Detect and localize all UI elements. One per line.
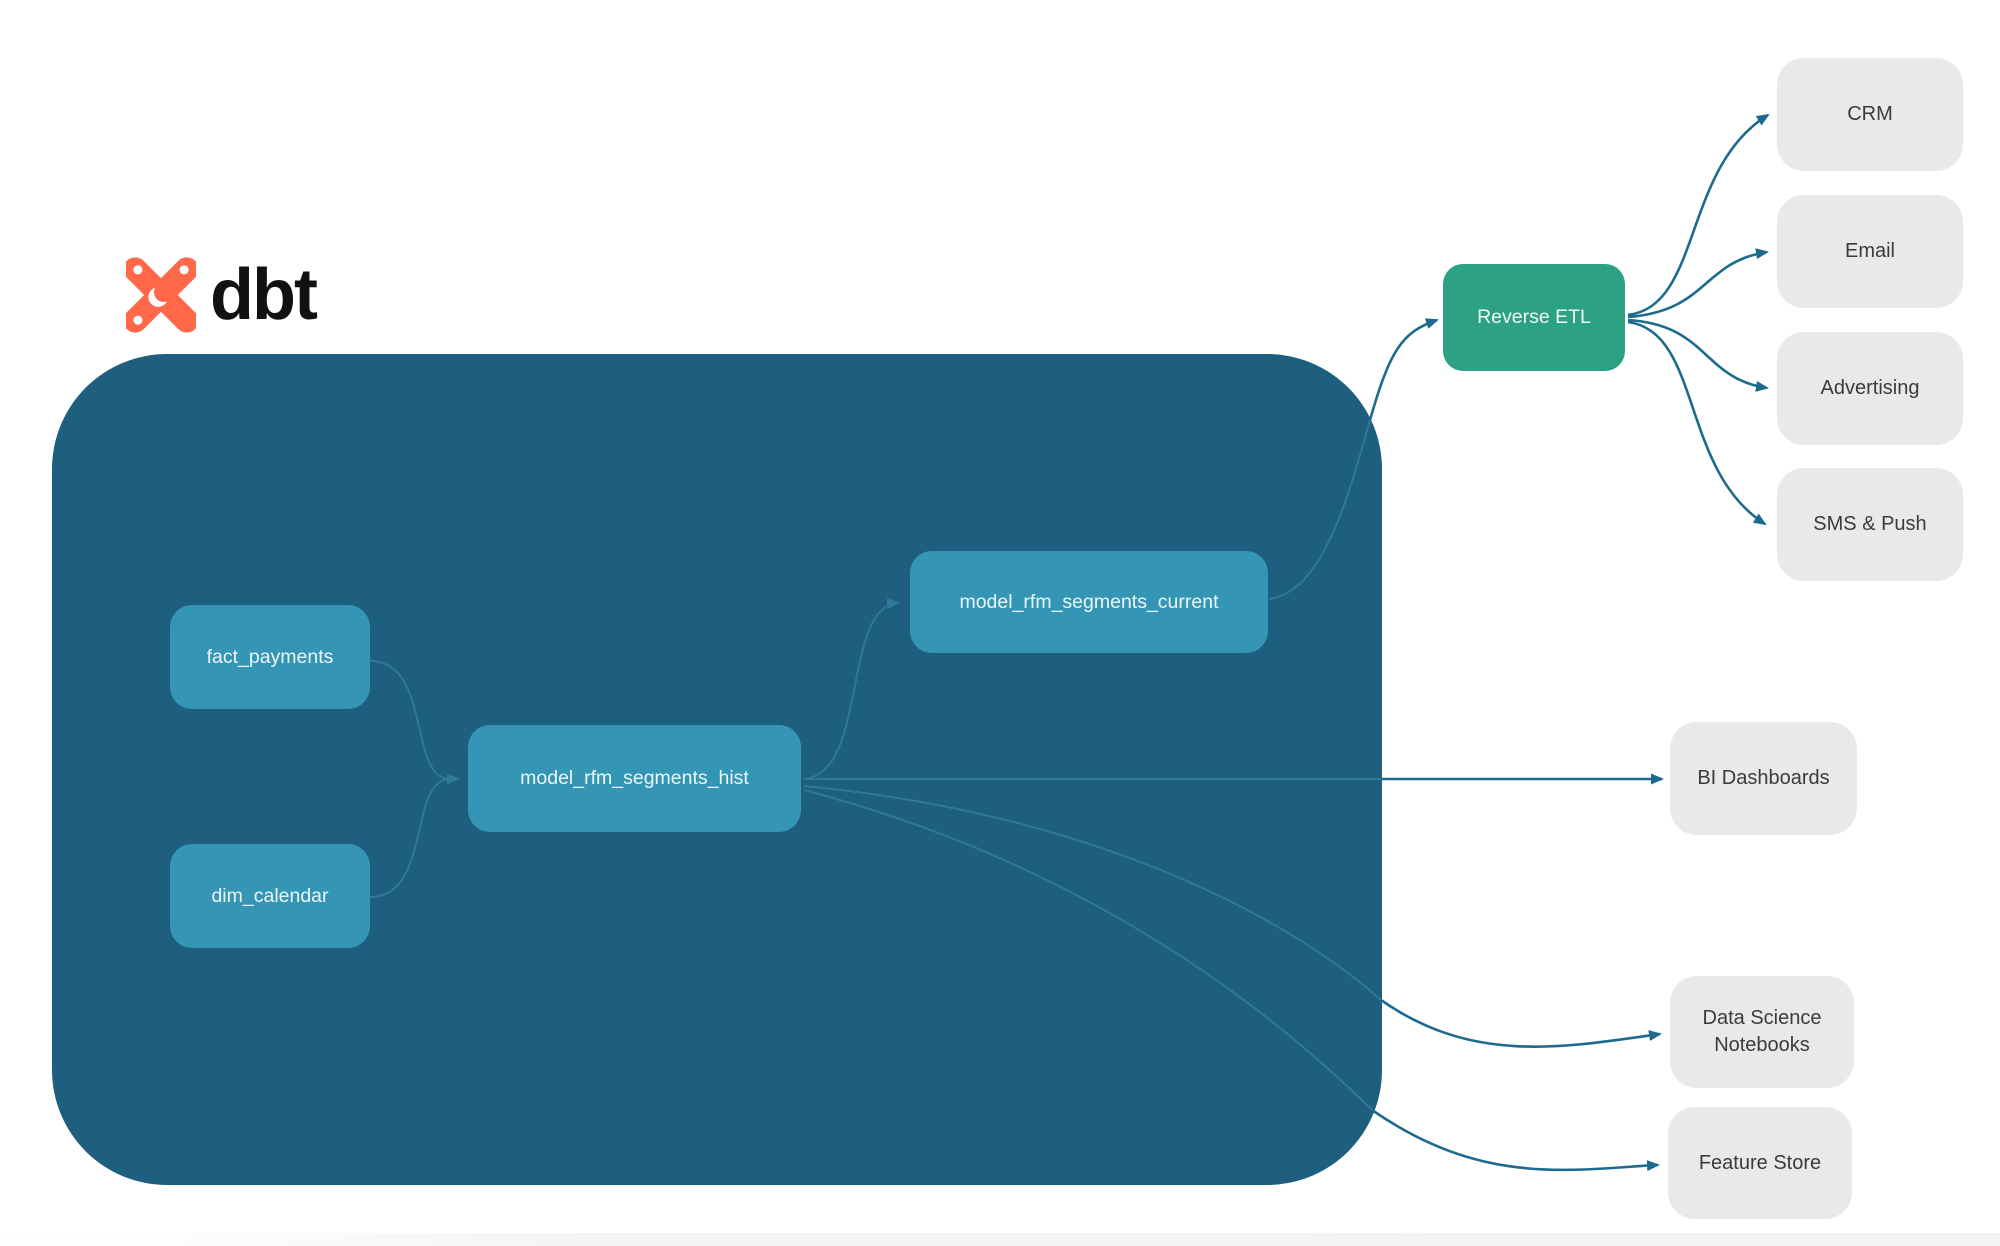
- node-fact-payments: fact_payments: [170, 605, 370, 709]
- node-model-rfm-segments-current: model_rfm_segments_current: [910, 551, 1268, 653]
- edge-retl-to-crm: [1627, 113, 1770, 317]
- edge-current-to-retl: [1368, 318, 1439, 421]
- dest-label: Data Science Notebooks: [1702, 1007, 1822, 1056]
- edge-hist-to-fs: [1371, 1108, 1660, 1172]
- edge-retl-to-sms: [1627, 320, 1767, 526]
- dest-label: Advertising: [1820, 377, 1920, 399]
- node-label: model_rfm_segments_hist: [520, 767, 749, 789]
- dest-email: Email: [1777, 195, 1963, 308]
- node-dim-calendar: dim_calendar: [170, 844, 370, 948]
- dest-data-science-notebooks: Data Science Notebooks: [1670, 976, 1854, 1088]
- dest-advertising: Advertising: [1777, 332, 1963, 445]
- dest-label: Email: [1844, 240, 1895, 262]
- edge-retl-to-email: [1627, 248, 1769, 319]
- node-reverse-etl: Reverse ETL: [1443, 264, 1625, 371]
- dest-label: BI Dashboards: [1697, 767, 1830, 789]
- node-label: dim_calendar: [211, 884, 329, 907]
- node-model-rfm-segments-hist: model_rfm_segments_hist: [468, 725, 801, 832]
- bottom-shadow-band: [0, 1233, 2000, 1246]
- edge-retl-to-advertising: [1627, 318, 1769, 392]
- dbt-logo-text: dbt: [210, 255, 318, 335]
- dest-sms-push: SMS & Push: [1777, 468, 1963, 581]
- dbt-logo: dbt: [126, 255, 318, 335]
- node-label: model_rfm_segments_current: [959, 590, 1219, 613]
- dest-label: CRM: [1847, 103, 1893, 125]
- dest-bi-dashboards: BI Dashboards: [1670, 722, 1857, 835]
- dest-label: SMS & Push: [1813, 513, 1927, 535]
- dest-feature-store: Feature Store: [1668, 1107, 1852, 1219]
- edge-hist-to-ds: [1380, 998, 1662, 1048]
- dest-crm: CRM: [1777, 58, 1963, 171]
- dbt-star-icon: [126, 257, 196, 333]
- node-label: fact_payments: [206, 645, 334, 668]
- dest-label: Feature Store: [1698, 1151, 1822, 1174]
- node-label: Reverse ETL: [1477, 306, 1591, 328]
